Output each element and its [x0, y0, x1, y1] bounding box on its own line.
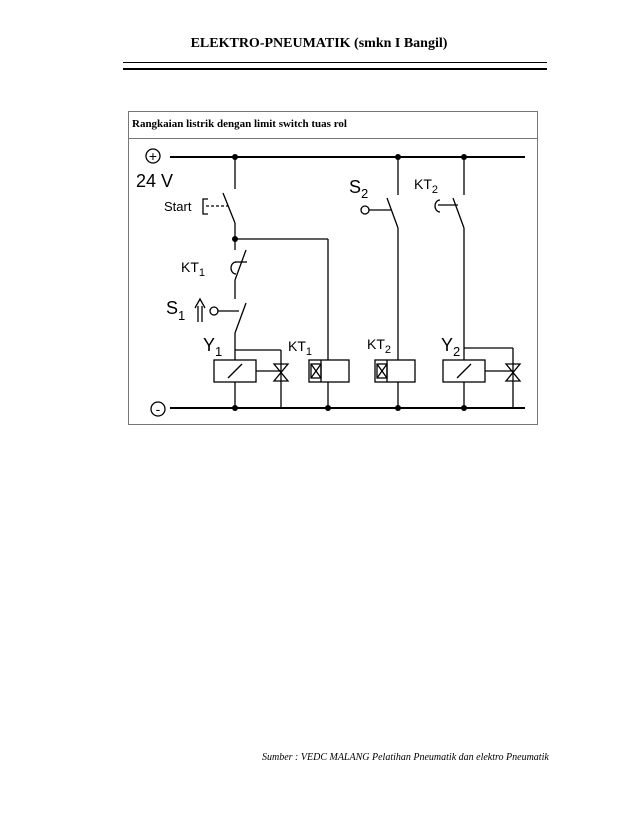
kt1-relay-coil: [308, 359, 350, 383]
page-header-title: ELEKTRO-PNEUMATIK (smkn I Bangil): [190, 36, 448, 51]
voltage-label: 24 V: [136, 171, 173, 191]
positive-supply-symbol: [145, 148, 161, 164]
s2-roller: [360, 205, 370, 215]
positive-supply-label: +: [149, 148, 157, 164]
junction-dot: [232, 236, 238, 242]
y1-label: Y1: [203, 335, 222, 359]
start-label: Start: [164, 199, 192, 214]
branch-kt2-coil: [360, 157, 416, 408]
branch-y2: [434, 157, 522, 408]
s1-switch-blade: [234, 302, 247, 334]
y1-suppressor: [272, 363, 290, 382]
junction-dot: [325, 405, 331, 411]
diagram-panel: Rangkaian listrik dengan limit switch tu…: [128, 111, 538, 425]
header-rule-thin: [123, 62, 547, 63]
junction-dot: [395, 154, 401, 160]
negative-supply-symbol: [150, 401, 166, 417]
junction-dot: [461, 154, 467, 160]
s1-roller: [209, 306, 219, 316]
junction-dot: [395, 405, 401, 411]
negative-supply-label: -: [156, 401, 161, 417]
junction-dot: [232, 154, 238, 160]
s2-label: S2: [349, 177, 368, 201]
kt2-contact-label: KT2: [414, 176, 438, 196]
y2-label: Y2: [441, 335, 460, 359]
s1-cam-arrow: [194, 297, 206, 322]
y2-suppressor: [504, 363, 522, 382]
kt2-coil-label: KT2: [367, 336, 391, 356]
source-footer: Sumber : VEDC MALANG Pelatihan Pneumatik…: [262, 752, 549, 763]
start-button-actuator: [202, 198, 208, 215]
kt1-nc-contact-blade: [234, 249, 247, 281]
kt2-no-contact-blade: [452, 197, 465, 229]
start-switch-blade: [222, 192, 236, 224]
diagram-caption: Rangkaian listrik dengan limit switch tu…: [129, 112, 537, 139]
kt1-coil-label: KT1: [288, 338, 312, 358]
branch-kt1-coil: [308, 239, 350, 408]
s1-label: S1: [166, 298, 185, 323]
kt2-relay-coil: [374, 359, 416, 383]
circuit-diagram: + - 24 V Start KT1 S1 Y1 KT1 S2 KT2 KT2 …: [136, 148, 525, 417]
header-rule-thick: [123, 68, 547, 70]
kt2-no-actuator: [434, 199, 441, 213]
s2-switch-blade: [386, 197, 399, 229]
kt1-switch-label: KT1: [181, 259, 205, 279]
junction-dot: [232, 405, 238, 411]
kt1-nc-actuator: [230, 261, 237, 275]
junction-dot: [461, 405, 467, 411]
branch-y1: [194, 157, 328, 408]
